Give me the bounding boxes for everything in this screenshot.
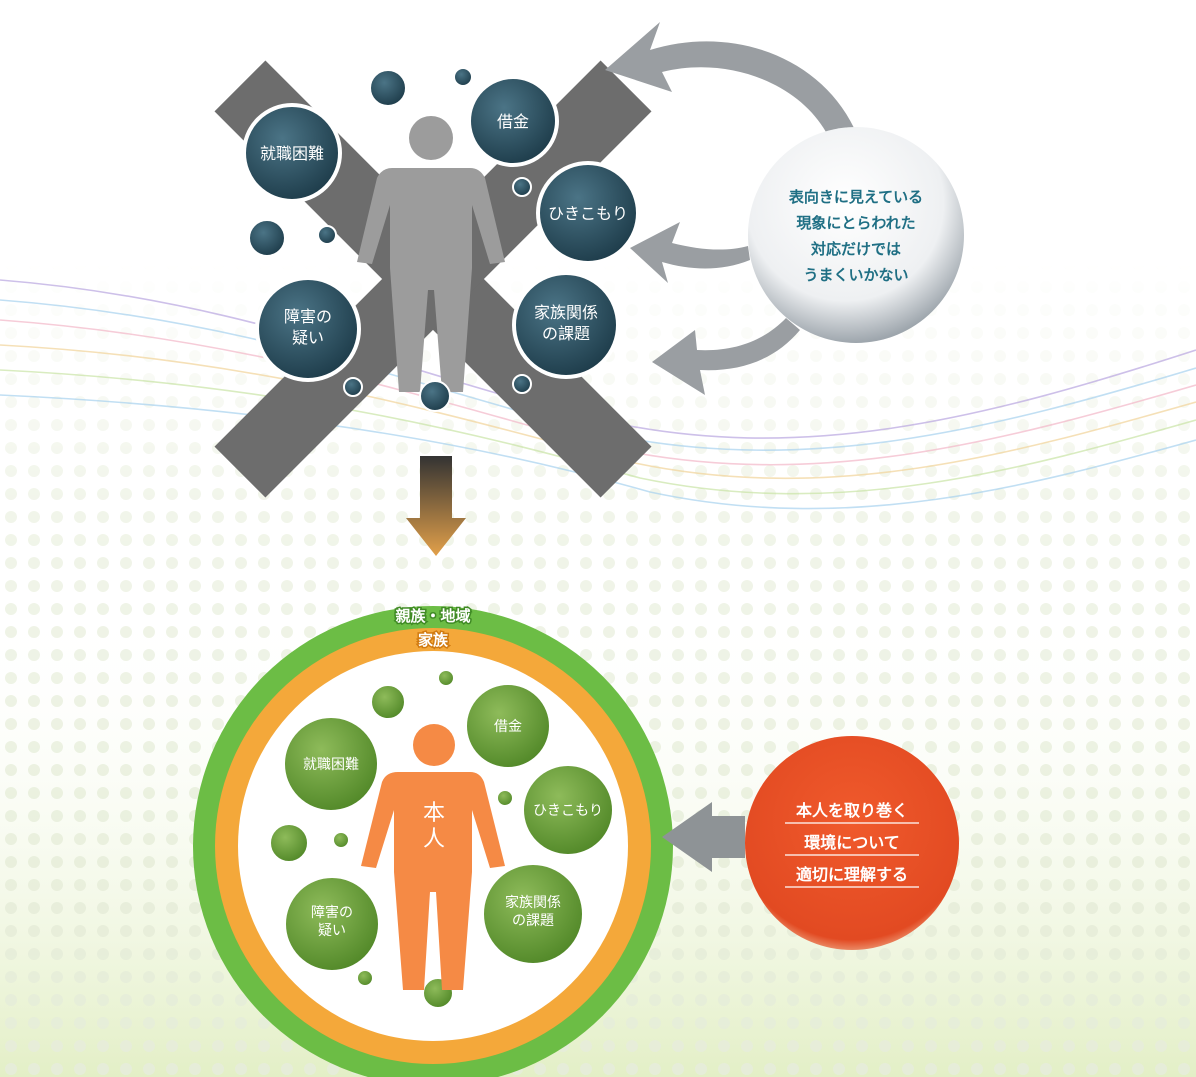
bubble-label: 借金 xyxy=(494,719,522,735)
top-problem-bubbles: 就職困難 借金 ひきこもり 障害の疑い 家族関係の課題 xyxy=(242,75,640,382)
bottom-problem-bubbles: 就職困難 借金 ひきこもり 障害の疑い 家族関係の課題 xyxy=(281,681,616,974)
callout-understand-environment: 本人を取り巻く 環境について 適切に理解する xyxy=(745,736,959,950)
bubble-label-multiline: 障害の疑い xyxy=(311,905,353,939)
bubble-label-line: 家族関係 xyxy=(534,303,598,322)
decor-dots-green xyxy=(269,669,514,1009)
left-arrow xyxy=(662,802,745,872)
bubble-label-line: 疑い xyxy=(318,923,346,939)
inner-ring-label: 家族 xyxy=(418,631,449,649)
bubble-job-difficulty: 就職困難 xyxy=(242,103,342,203)
bubble-family-relations: 家族関係の課題 xyxy=(480,861,586,967)
bubble-disability-suspicion: 障害の疑い xyxy=(255,276,361,382)
bubble-label-multiline: 家族関係の課題 xyxy=(534,303,598,343)
curved-arrows-gray xyxy=(605,22,855,395)
person-label-2: 人 xyxy=(423,827,445,852)
bubble-label: 就職困難 xyxy=(260,144,324,163)
bubble-label: ひきこもり xyxy=(548,204,628,223)
outer-ring-label: 親族・地域 xyxy=(395,607,470,625)
bubble-withdrawal: ひきこもり xyxy=(520,762,616,858)
bubble-label: ひきこもり xyxy=(533,803,603,819)
callout-line-2: 環境について xyxy=(804,833,900,852)
bubble-label-line: 疑い xyxy=(292,328,324,347)
person-figure-orange: 本 人 xyxy=(361,724,505,990)
callout-line-3: 適切に理解する xyxy=(796,865,908,884)
bubble-label: 就職困難 xyxy=(303,757,359,773)
bubble-family-relations: 家族関係の課題 xyxy=(512,271,620,379)
bubble-label-line: 障害の xyxy=(284,307,332,326)
bubble-label-line: の課題 xyxy=(512,913,554,929)
callout-line-1: 本人を取り巻く xyxy=(796,801,908,820)
bubble-label-line: の課題 xyxy=(542,324,590,343)
person-label-1: 本 xyxy=(423,801,445,826)
bubble-debt: 借金 xyxy=(467,75,559,167)
bubble-label-line: 家族関係 xyxy=(505,894,561,911)
callout-surface-approach: 表向きに見えている 現象にとらわれた 対応だけでは うまくいかない xyxy=(748,127,964,343)
bubble-label-multiline: 家族関係の課題 xyxy=(505,894,561,929)
bubble-job-difficulty: 就職困難 xyxy=(281,714,381,814)
bubble-label: 借金 xyxy=(497,112,529,131)
decor-dots-dark xyxy=(248,67,532,412)
bubble-withdrawal: ひきこもり xyxy=(536,161,640,265)
down-arrow xyxy=(406,456,466,556)
callout-line-2: 現象にとらわれた xyxy=(796,214,915,232)
bubble-disability-suspicion: 障害の疑い xyxy=(282,874,382,974)
callout-line-1: 表向きに見えている xyxy=(789,188,923,206)
callout-line-4: うまくいかない xyxy=(803,266,908,284)
person-figure-gray xyxy=(357,116,505,392)
bubble-debt: 借金 xyxy=(463,681,553,771)
callout-line-3: 対応だけでは xyxy=(810,240,901,258)
bubble-label-multiline: 障害の疑い xyxy=(284,307,332,347)
bubble-label-line: 障害の xyxy=(311,905,353,921)
